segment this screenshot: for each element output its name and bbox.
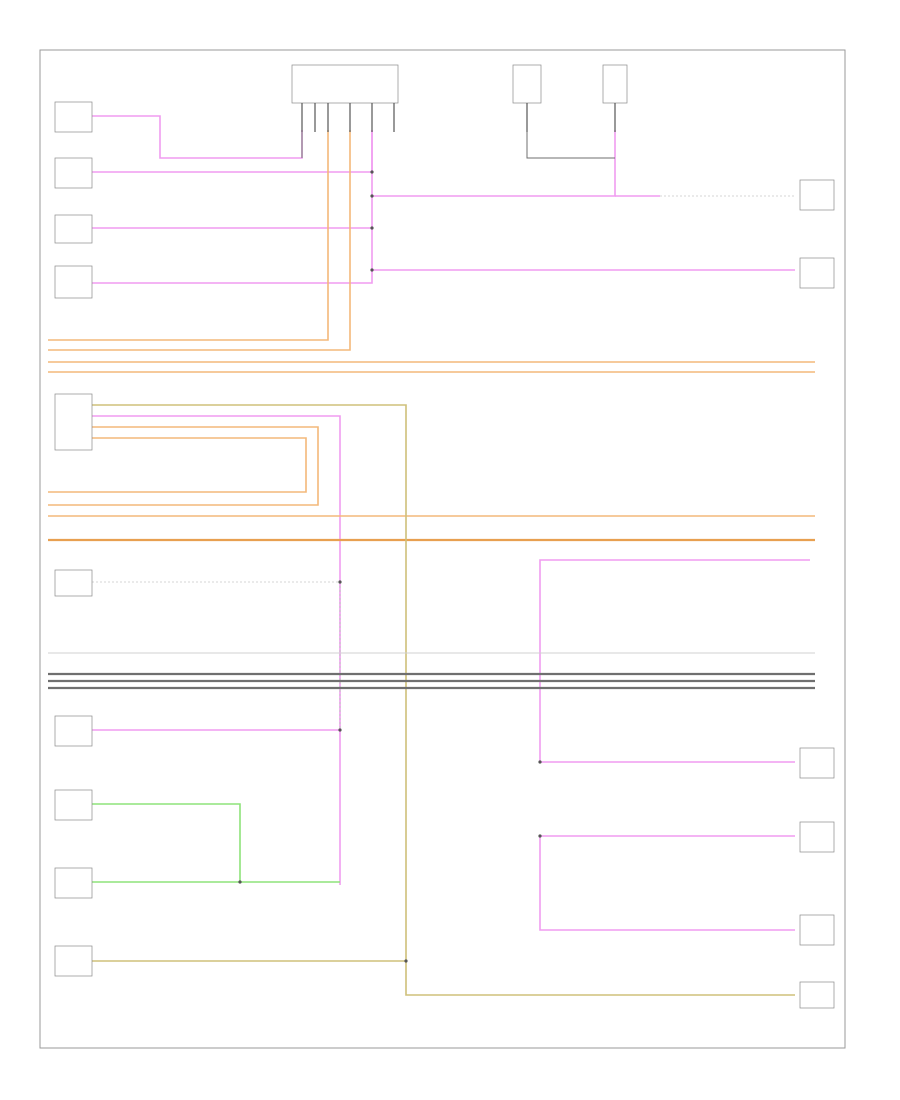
component-box [54, 265, 93, 299]
wire-tan [92, 404, 795, 996]
splice-dot [538, 834, 542, 838]
component-box [54, 789, 93, 821]
component-box [799, 821, 835, 853]
component-box [54, 867, 93, 899]
component-box [54, 569, 93, 597]
wire-pink [92, 130, 373, 173]
component-box [54, 214, 93, 244]
component-box [799, 179, 835, 211]
splice-dot [338, 580, 342, 584]
wire-pink [372, 130, 616, 197]
wire-green [92, 803, 241, 883]
splice-dot [404, 959, 408, 963]
wire-gray [526, 102, 615, 159]
splice-dot [370, 226, 374, 230]
component-box [799, 257, 835, 289]
wire-pink [92, 415, 341, 885]
module-box [602, 64, 628, 104]
component-box [54, 715, 93, 747]
splice-dot [238, 880, 242, 884]
component-box [799, 981, 835, 1009]
component-box [54, 101, 93, 133]
wire-pink [92, 115, 303, 159]
top-modules [291, 64, 628, 132]
wire-orange [48, 130, 329, 341]
wire-orange [48, 426, 319, 506]
splice-dot [538, 760, 542, 764]
splice-dot [338, 728, 342, 732]
wire-pink [539, 836, 795, 931]
wire-orange [48, 130, 351, 351]
wire-pink [92, 130, 373, 284]
wire-pink [539, 559, 810, 763]
wire-layer [48, 102, 815, 996]
splice-dot [370, 194, 374, 198]
component-box [54, 945, 93, 977]
component-box [799, 914, 835, 946]
splice-points [238, 170, 542, 963]
central-module-box [291, 64, 399, 104]
left-components [54, 101, 93, 977]
component-box [799, 747, 835, 779]
diagram-frame [39, 49, 846, 1049]
splice-dot [370, 268, 374, 272]
splice-dot [370, 170, 374, 174]
right-components [799, 179, 835, 1009]
module-box [512, 64, 542, 104]
component-box [54, 393, 93, 451]
wire-orange [48, 437, 307, 493]
component-box [54, 157, 93, 189]
